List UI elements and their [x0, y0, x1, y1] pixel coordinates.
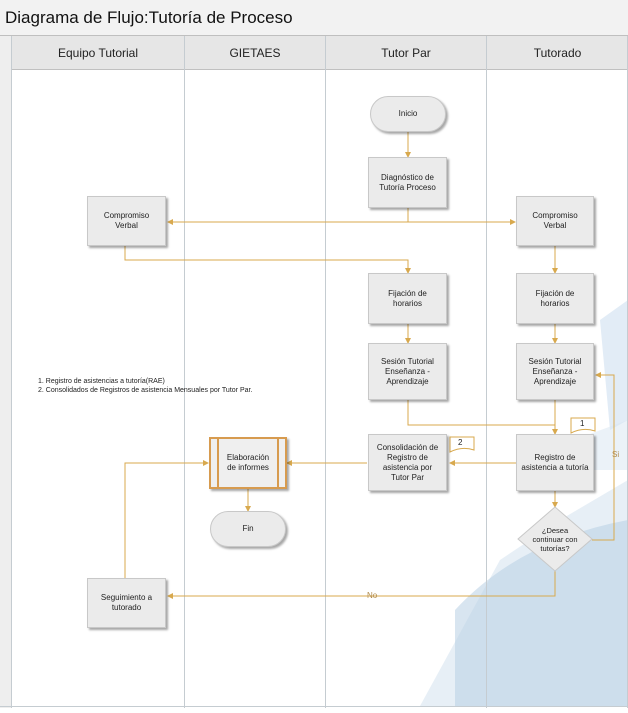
edge-seguimiento-elaboracion: [124, 460, 209, 578]
node-registro: Registro de asistencia a tutoría: [516, 434, 594, 491]
node-elaboracion: Elaboración de informes: [209, 437, 287, 489]
edge-compromiso-fijacion-tutor: [124, 246, 411, 274]
doc-symbol-2: [449, 436, 475, 453]
edge-label-no: No: [367, 591, 378, 600]
lane-tutorado: Tutorado: [533, 46, 582, 60]
edge-decision-no: [167, 570, 556, 599]
lane-divider: [325, 36, 326, 708]
node-compromiso-tutorado: Compromiso Verbal: [516, 196, 594, 246]
lane-left-margin: [0, 36, 12, 708]
doc-symbol-1: [570, 417, 596, 434]
node-compromiso-equipo: Compromiso Verbal: [87, 196, 166, 246]
node-sesion-tutorado: Sesión Tutorial Enseñanza - Aprendizaje: [516, 343, 594, 400]
node-fin: Fin: [210, 511, 286, 547]
doc-label-1: 1: [580, 419, 585, 428]
node-consolidacion: Consolidación de Registro de asistencia …: [368, 434, 447, 491]
bottom-border: [0, 706, 628, 707]
node-fijacion-tutorado: Fijación de horarios: [516, 273, 594, 324]
node-fijacion-tutor: Fijación de horarios: [368, 273, 447, 324]
node-sesion-tutor: Sesión Tutorial Enseñanza - Aprendizaje: [368, 343, 447, 400]
edge-label-si: Si: [612, 450, 620, 459]
doc-label-2: 2: [458, 438, 463, 447]
node-seguimiento: Seguimiento a tutorado: [87, 578, 166, 628]
lane-equipo-tutorial: Equipo Tutorial: [57, 46, 139, 60]
lane-divider: [486, 36, 487, 708]
lanes-header: [12, 36, 628, 70]
node-diagnostico: Diagnóstico de Tutoría Proceso: [368, 157, 447, 208]
lane-gietaes: GIETAES: [229, 46, 281, 60]
edge-decision-si: [592, 372, 615, 541]
lane-tutor-par: Tutor Par: [381, 46, 431, 60]
decision-label: ¿Desea continuar con tutorías?: [532, 525, 578, 553]
decision-diamond: [517, 506, 593, 572]
node-inicio: Inicio: [370, 96, 446, 132]
diagram-title: Diagrama de Flujo:Tutoría de Proceso: [0, 0, 628, 36]
legend-notes: 1. Registro de asistencias a tutoría(RAE…: [38, 378, 253, 394]
lane-divider: [184, 36, 185, 708]
edge-sesion-tutor-registro: [407, 400, 555, 426]
